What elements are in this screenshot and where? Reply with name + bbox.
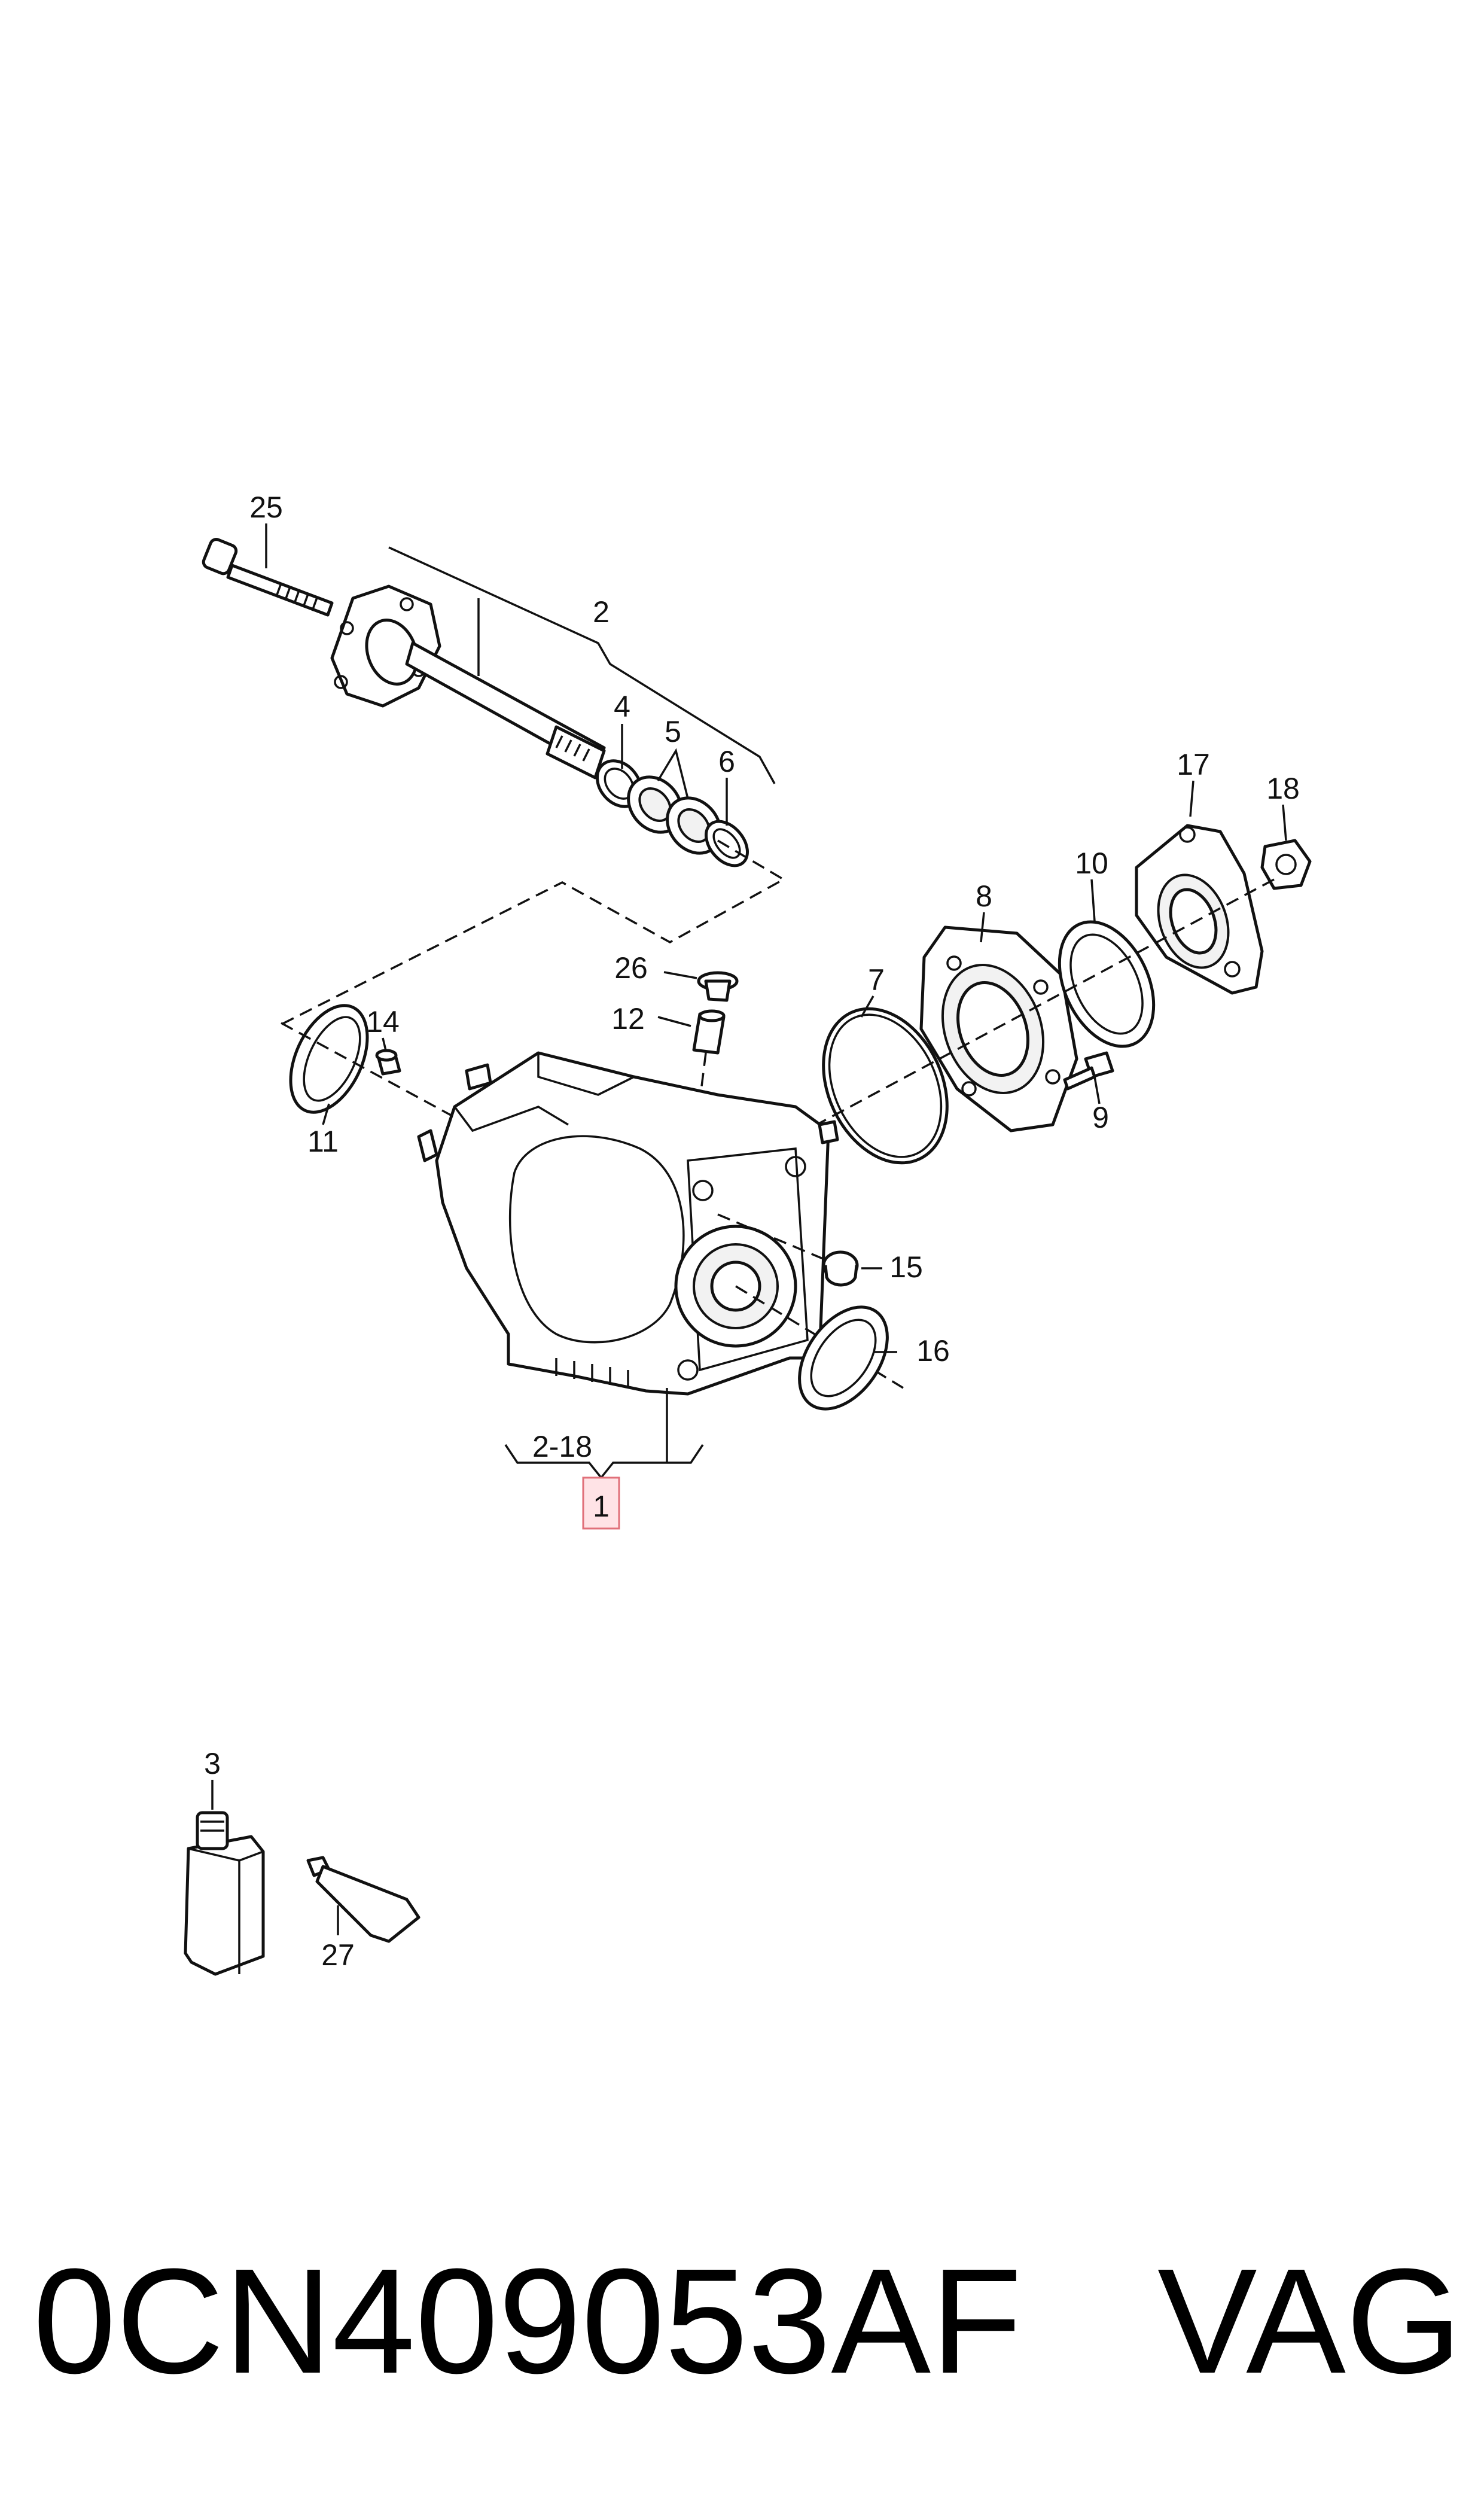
leader-12: [657, 1016, 691, 1027]
leader-18: [1282, 804, 1287, 841]
drive-shaft-part-2: [330, 584, 606, 780]
callout-27: 27: [321, 1938, 355, 1972]
callout-range-2-18: 2-18: [532, 1430, 592, 1463]
callout-16: 16: [916, 1334, 950, 1368]
leader-7: [860, 995, 874, 1018]
callout-12: 12: [611, 1002, 645, 1036]
seal-part-16: [798, 1305, 889, 1411]
callout-5: 5: [665, 715, 681, 748]
transfer-case-housing-part-1: [417, 1051, 839, 1396]
assembly-line-15: [717, 1213, 832, 1263]
callout-26: 26: [614, 951, 648, 985]
part-number: 0CN409053AF: [33, 2237, 1022, 2404]
cap-part-15: [822, 1250, 859, 1287]
leader-9: [1093, 1076, 1101, 1104]
callout-1: 1: [593, 1490, 610, 1523]
callout-11: 11: [307, 1125, 339, 1158]
highlight-box-1: [582, 1476, 620, 1530]
bolt-part-9: [1063, 1051, 1114, 1091]
assembly-line-sleeve: [699, 1052, 707, 1101]
callout-10: 10: [1075, 847, 1108, 880]
callout-14: 14: [366, 1005, 400, 1039]
leader-8: [980, 912, 985, 943]
seal-part-10: [1058, 920, 1156, 1048]
flange-part-17: [1135, 824, 1264, 995]
callout-18: 18: [1266, 772, 1300, 805]
plug-part-26: [697, 971, 739, 1002]
snap-ring-part-6: [705, 820, 749, 867]
callout-8: 8: [976, 879, 992, 913]
callout-9: 9: [1092, 1101, 1109, 1134]
brand-label: VAG: [1157, 2237, 1462, 2404]
callout-4: 4: [614, 690, 630, 723]
footer: 0CN409053AF VAG: [0, 2213, 1484, 2429]
cover-part-8: [919, 925, 1078, 1132]
leader-5: [657, 748, 689, 799]
callout-7: 7: [868, 963, 885, 997]
callout-25: 25: [249, 491, 283, 524]
o-ring-part-7: [822, 1007, 949, 1165]
sealant-tube-part-27: [306, 1856, 420, 1943]
bolt-part-25: [202, 538, 334, 617]
oil-bottle-part-3: [184, 1811, 265, 1976]
leader-10: [1090, 879, 1096, 922]
leader-14: [382, 1037, 387, 1051]
assembly-line-output: [777, 878, 1275, 1147]
leader-17: [1189, 780, 1194, 817]
callout-15: 15: [889, 1250, 923, 1284]
sleeve-part-12: [692, 1009, 726, 1055]
callout-6: 6: [718, 745, 735, 778]
leader-26: [663, 971, 697, 979]
callout-3: 3: [204, 1747, 221, 1780]
bracket-2: [388, 546, 776, 784]
leader-11: [322, 1103, 330, 1125]
assembly-line-shaft: [278, 839, 786, 1027]
nut-part-18: [1260, 839, 1312, 890]
seal-part-11: [289, 1004, 369, 1114]
callout-2: 2: [593, 595, 610, 629]
bolt-part-14: [375, 1049, 401, 1076]
callout-17: 17: [1177, 748, 1210, 781]
